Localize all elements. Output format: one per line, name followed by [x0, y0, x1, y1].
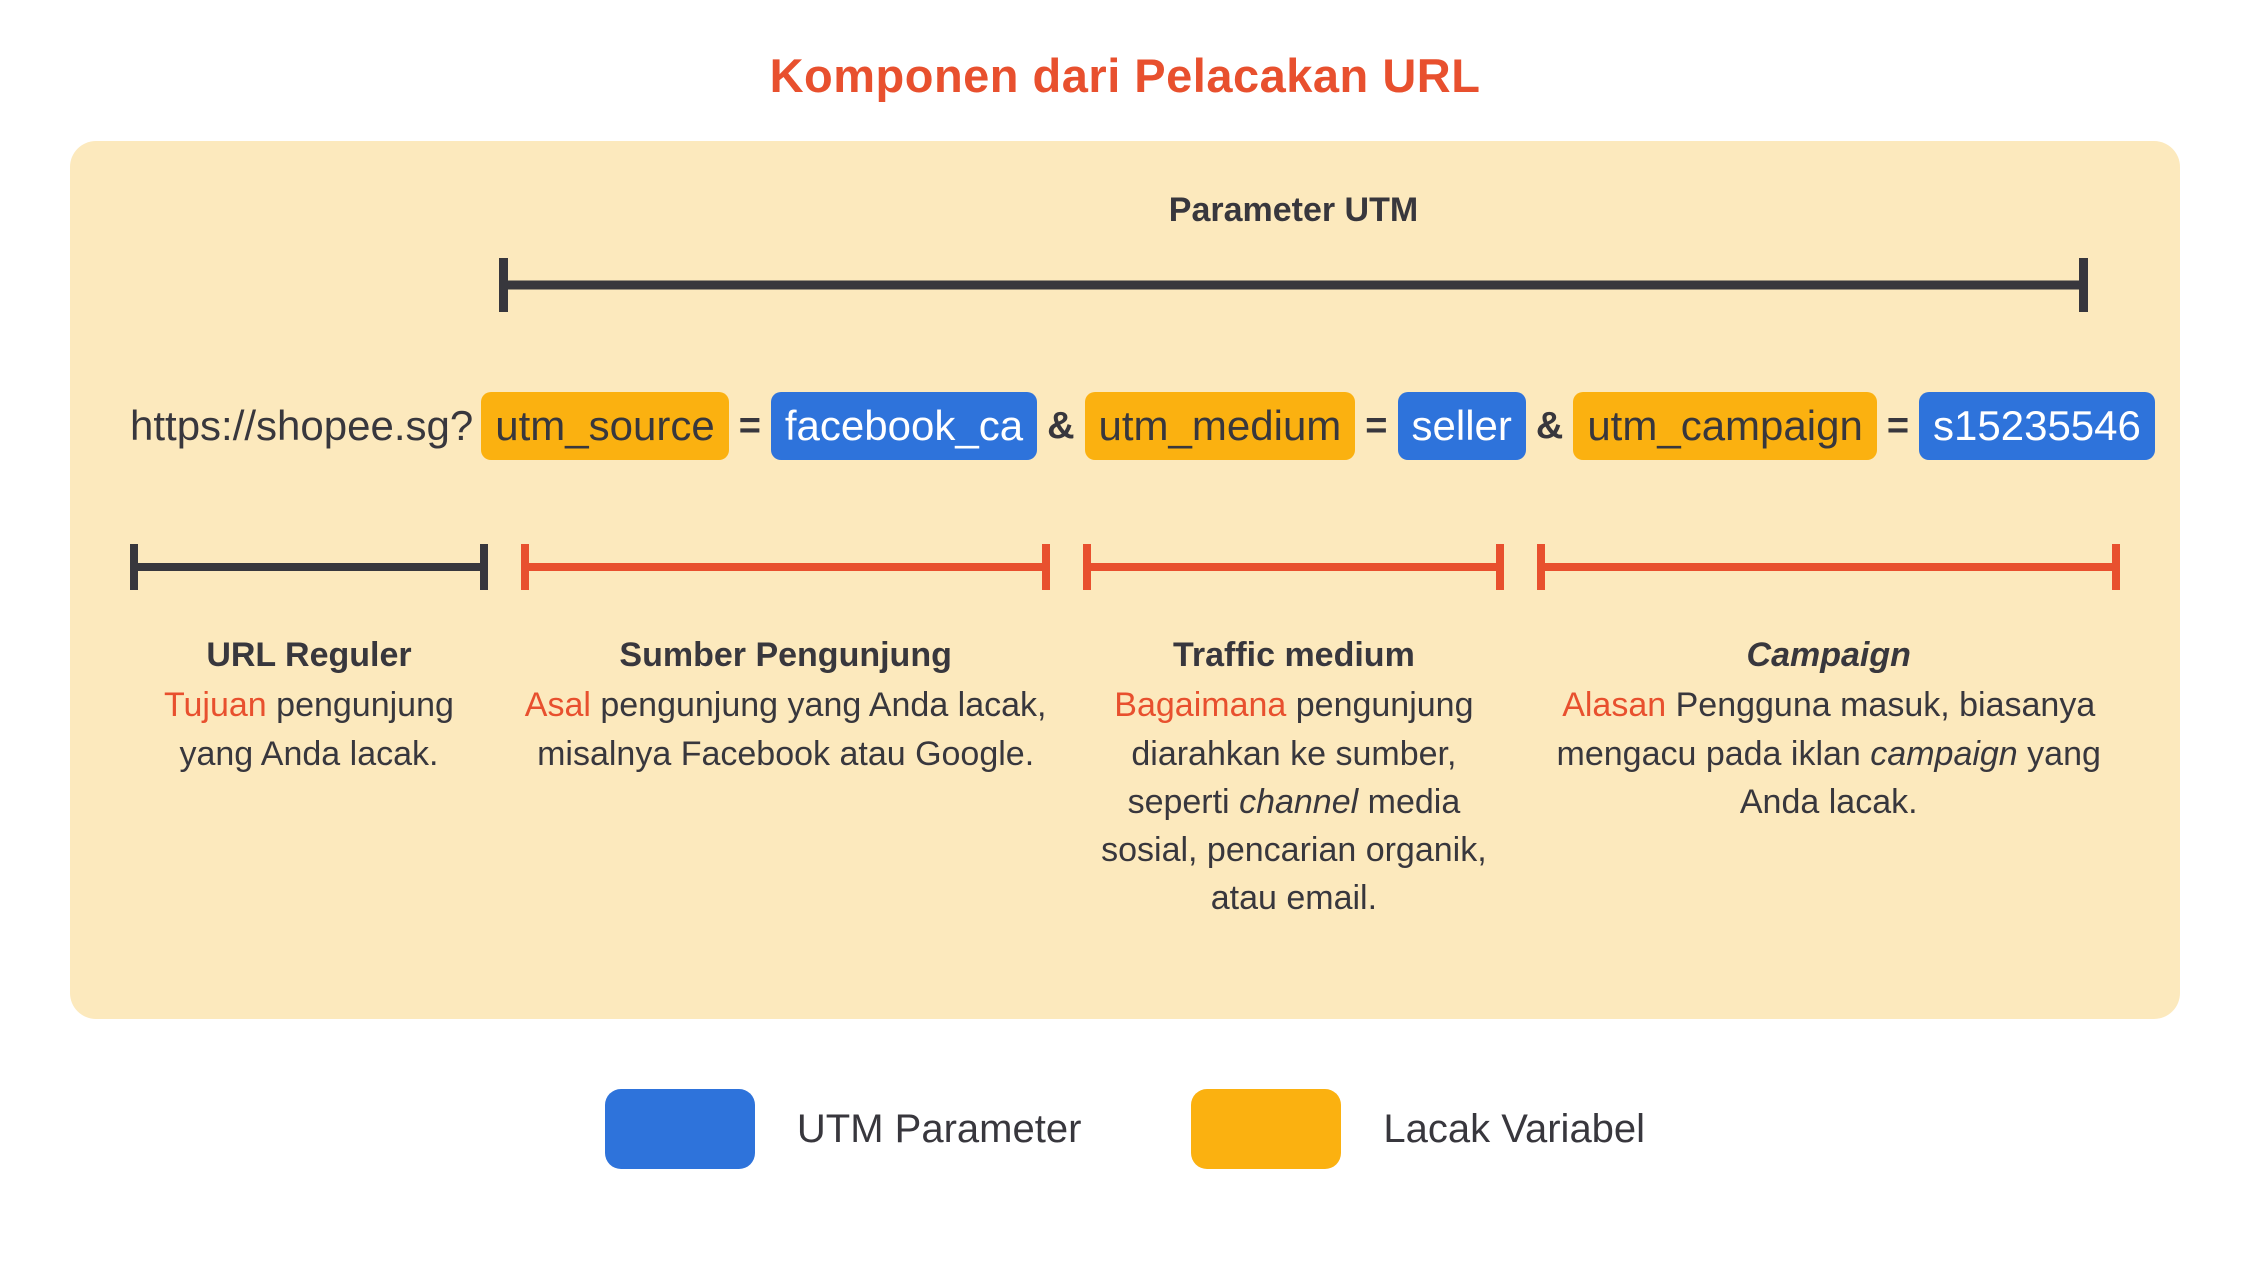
- yellow-swatch-icon: [1191, 1089, 1342, 1169]
- url-chip-utm_medium: utm_medium: [1084, 392, 1356, 461]
- url-separator: =: [1886, 404, 1910, 447]
- section-body: Bagaimana pengunjung diarahkan ke sumber…: [1083, 681, 1504, 922]
- url-separator: =: [1365, 404, 1388, 447]
- text-run: Tujuan: [164, 686, 267, 725]
- section-body: Asal pengunjung yang Anda lacak, misalny…: [521, 681, 1050, 778]
- section-bracket-url-reguler: [130, 544, 488, 591]
- text-run: Alasan: [1562, 686, 1667, 725]
- text-run: pengunjung diarahkan ke sumber, seperti: [1127, 686, 1474, 821]
- section-campaign: Campaign Alasan Pengguna masuk, biasanya…: [1537, 636, 2120, 922]
- url-separator: &: [1535, 404, 1564, 447]
- url-chip-seller: seller: [1397, 392, 1526, 461]
- legend-item-lacak-variabel: Lacak Variabel: [1191, 1089, 1645, 1169]
- url-chip-utm_source: utm_source: [481, 392, 729, 461]
- section-bracket-traffic-medium: [1083, 544, 1505, 591]
- url-segments: utm_source=facebook_ca&utm_medium=seller…: [481, 392, 2155, 461]
- section-traffic-medium: Traffic medium Bagaimana pengunjung diar…: [1083, 636, 1504, 922]
- text-run: Pengguna masuk, biasanya mengacu pada ik…: [1556, 686, 2096, 773]
- section-bracket-sumber-pengunjung: [520, 544, 1051, 591]
- section-sumber-pengunjung: Sumber Pengunjung Asal pengunjung yang A…: [521, 636, 1050, 922]
- section-brackets: [130, 544, 2120, 591]
- url-chip-facebook_ca: facebook_ca: [770, 392, 1038, 461]
- utm-bracket-label: Parameter UTM: [1168, 191, 1419, 229]
- legend-label-utm-parameter: UTM Parameter: [796, 1106, 1082, 1151]
- url-chip-s15235546: s15235546: [1919, 392, 2155, 461]
- utm-parameter-bracket: [499, 258, 2088, 312]
- text-run: Asal: [524, 686, 591, 725]
- url-separator: &: [1047, 404, 1075, 447]
- blue-swatch-icon: [604, 1089, 755, 1169]
- section-body: Tujuan pengunjung yang Anda lacak.: [130, 681, 488, 778]
- tracking-url: https://shopee.sg? utm_source=facebook_c…: [130, 392, 2155, 461]
- text-run: campaign: [1870, 734, 2018, 773]
- utm-parameter-group: Parameter UTM: [499, 191, 2088, 312]
- section-bracket-campaign: [1537, 544, 2120, 591]
- url-separator: =: [738, 404, 761, 447]
- text-run: pengunjung yang Anda lacak, misalnya Fac…: [537, 686, 1047, 773]
- section-body: Alasan Pengguna masuk, biasanya mengacu …: [1537, 681, 2120, 826]
- section-heading: URL Reguler: [206, 636, 412, 675]
- section-heading: Traffic medium: [1172, 636, 1415, 675]
- page-title: Komponen dari Pelacakan URL: [769, 49, 1481, 102]
- legend: UTM Parameter Lacak Variabel: [0, 1089, 2250, 1169]
- text-run: pengunjung yang Anda lacak.: [179, 686, 454, 773]
- text-run: yang Anda lacak.: [1739, 734, 2101, 821]
- text-run: media sosial, pencarian organik, atau em…: [1101, 782, 1487, 918]
- section-url-reguler: URL Reguler Tujuan pengunjung yang Anda …: [130, 636, 488, 922]
- legend-label-lacak-variabel: Lacak Variabel: [1383, 1106, 1646, 1151]
- section-descriptions: URL Reguler Tujuan pengunjung yang Anda …: [130, 636, 2120, 922]
- legend-item-utm-parameter: UTM Parameter: [604, 1089, 1082, 1169]
- section-heading: Campaign: [1746, 636, 1911, 675]
- text-run: Bagaimana: [1114, 686, 1287, 725]
- section-heading: Sumber Pengunjung: [619, 636, 952, 675]
- diagram-card: Parameter UTM https://shopee.sg? utm_sou…: [70, 141, 2180, 1019]
- url-prefix: https://shopee.sg?: [130, 402, 474, 450]
- text-run: channel: [1239, 782, 1359, 821]
- url-chip-utm_campaign: utm_campaign: [1573, 392, 1877, 461]
